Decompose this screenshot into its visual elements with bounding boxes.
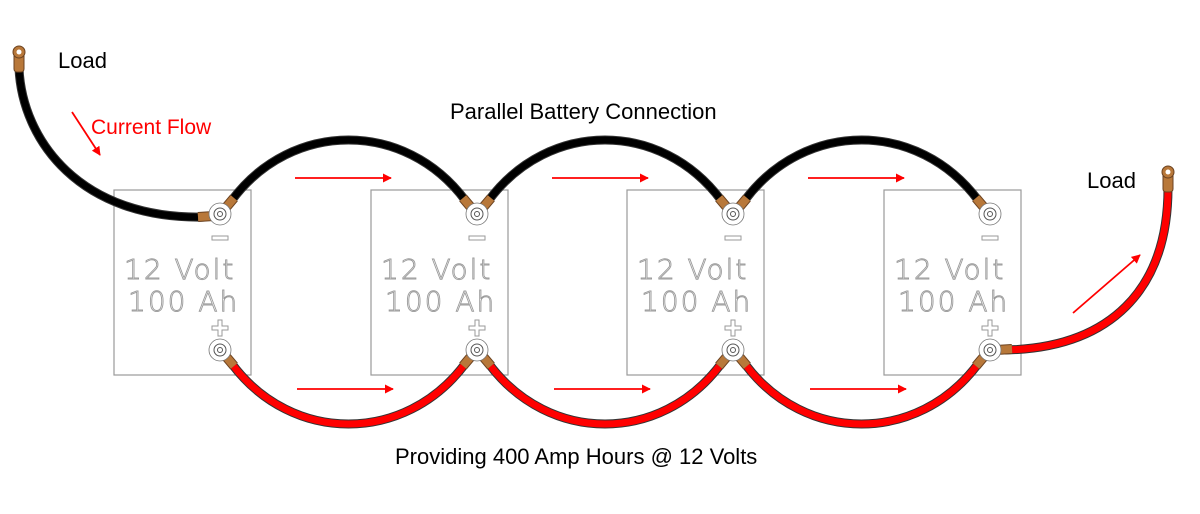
positive-jumper-cable: [229, 361, 468, 428]
battery-voltage: 12 Volt: [381, 253, 492, 286]
cables: [14, 67, 1173, 429]
battery-capacity: 100 Ah: [898, 285, 1009, 318]
load-left-label: Load: [58, 48, 107, 73]
terminal-bolt: [987, 211, 993, 217]
terminals: [12, 45, 1175, 370]
positive-jumper-cable: [742, 361, 981, 428]
battery-capacity: 100 Ah: [385, 285, 496, 318]
positive-load-cable: [1004, 187, 1172, 354]
positive-symbol: [468, 319, 486, 337]
terminal-bolt: [217, 347, 223, 353]
current-arrow: [1072, 254, 1141, 314]
battery-capacity: 100 Ah: [641, 285, 752, 318]
current-arrows: [71, 111, 1141, 394]
battery-capacity: 100 Ah: [128, 285, 239, 318]
positive-symbol: [211, 319, 229, 337]
current-flow-label: Current Flow: [91, 116, 212, 139]
diagram-subtitle: Providing 400 Amp Hours @ 12 Volts: [395, 444, 758, 469]
terminal-bolt: [474, 211, 480, 217]
battery-voltage: 12 Volt: [124, 253, 235, 286]
negative-jumper-cable: [742, 136, 981, 203]
battery-voltage: 12 Volt: [894, 253, 1005, 286]
ring-terminal-hole: [16, 49, 22, 55]
terminal-bolt: [730, 211, 736, 217]
terminal-bolt: [217, 211, 223, 217]
positive-load-cable-outline: [1004, 187, 1173, 355]
diagram-title: Parallel Battery Connection: [450, 99, 717, 124]
ring-terminal-hole: [1165, 169, 1171, 175]
positive-symbol: [724, 319, 742, 337]
terminal-bolt: [987, 347, 993, 353]
positive-symbol: [981, 319, 999, 337]
negative-load-cable: [15, 67, 206, 221]
negative-symbol: [468, 235, 486, 241]
terminal-bolt: [474, 347, 480, 353]
positive-jumper-cable: [486, 361, 724, 428]
negative-symbol: [981, 235, 999, 241]
load-right-label: Load: [1087, 168, 1136, 193]
terminal-bolt: [730, 347, 736, 353]
negative-symbol: [724, 235, 742, 241]
negative-symbol: [211, 235, 229, 241]
negative-jumper-cable: [486, 136, 724, 203]
current-arrow: [71, 111, 101, 156]
battery-voltage: 12 Volt: [637, 253, 748, 286]
negative-jumper-cable: [229, 136, 468, 203]
